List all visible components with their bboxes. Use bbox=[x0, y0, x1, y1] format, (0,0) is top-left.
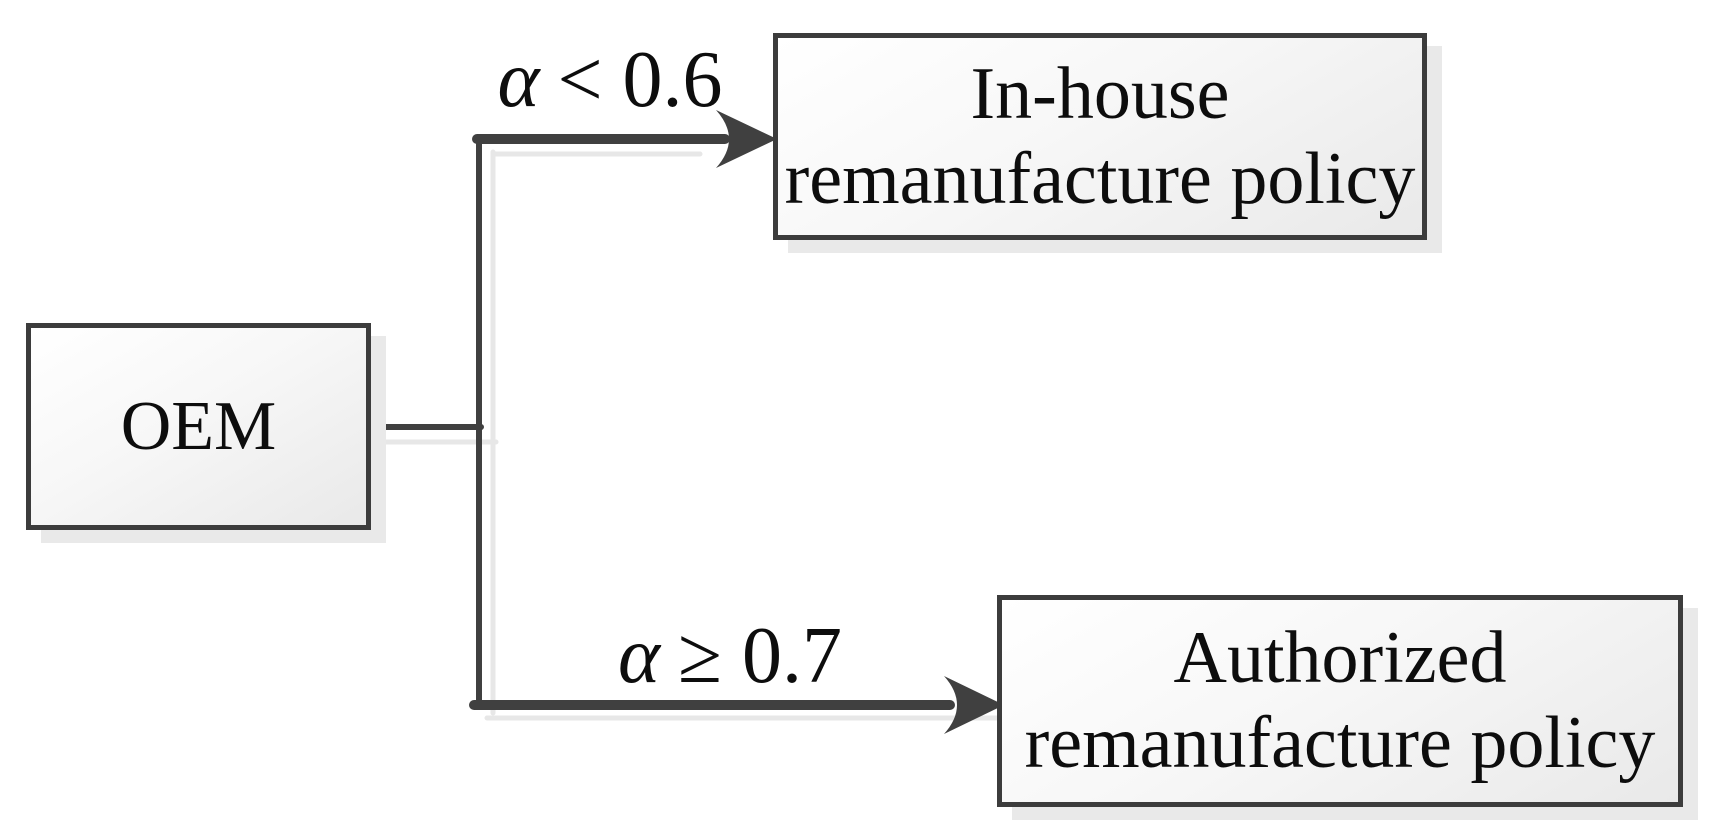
alpha-symbol: α bbox=[497, 36, 540, 124]
condition-bottom-text: ≥ 0.7 bbox=[678, 612, 842, 700]
condition-label-bottom: α≥ 0.7 bbox=[570, 612, 890, 702]
node-authorized-policy: Authorized remanufacture policy bbox=[997, 595, 1683, 807]
condition-label-top: α< 0.6 bbox=[450, 36, 770, 126]
connector-main-lines bbox=[366, 134, 955, 710]
branch-top-arrowhead-icon bbox=[716, 110, 777, 168]
branch-bottom-arrowhead-icon bbox=[944, 676, 1004, 734]
node-inhouse-policy: In-house remanufacture policy bbox=[773, 33, 1427, 240]
condition-top-text: < 0.6 bbox=[557, 36, 723, 124]
node-inhouse-line1: In-house bbox=[970, 52, 1230, 135]
node-oem: OEM bbox=[26, 323, 371, 530]
node-inhouse-line2: remanufacture policy bbox=[784, 137, 1416, 220]
node-oem-label: OEM bbox=[120, 387, 277, 465]
node-authorized-line1: Authorized bbox=[1173, 617, 1507, 699]
alpha-symbol: α bbox=[618, 612, 661, 700]
arrowheads bbox=[716, 110, 1004, 734]
node-authorized-line2: remanufacture policy bbox=[1024, 702, 1656, 784]
